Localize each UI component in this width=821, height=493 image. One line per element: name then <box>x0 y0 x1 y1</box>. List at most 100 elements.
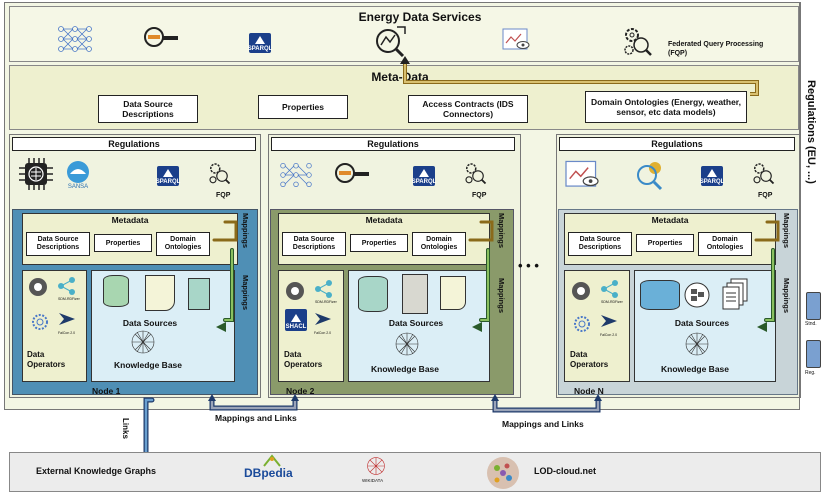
node-2-sparql-icon: SPARQL <box>412 164 436 188</box>
node-2-domain-ontologies: Domain Ontologies <box>412 232 466 256</box>
node-1-rdfizer-label: SDM-RDFizer <box>58 297 80 301</box>
node-2-spreadsheet-icon <box>402 274 428 314</box>
node-2-rdfizer-icon <box>312 278 336 300</box>
node-1-regulations: Regulations <box>12 137 256 151</box>
node-n-rdfizer-label: SDM-RDFizer <box>601 300 623 304</box>
energy-data-services-title: Energy Data Services <box>358 10 482 24</box>
node-2-database-icon <box>358 276 388 312</box>
node-1-name: Node 1 <box>92 386 121 396</box>
meta-access-contracts: Access Contracts (IDS Connectors) <box>408 95 528 123</box>
node-2-data-sources: Data Sources <box>388 318 444 328</box>
node-2-knowledge-graph-icon <box>392 330 422 358</box>
node-2-fqp-icon <box>462 160 488 186</box>
standards-label: Stnd. <box>805 321 817 327</box>
node-n-rdfizer-icon <box>598 278 622 300</box>
wikidata-logo-icon <box>364 455 388 477</box>
node-2-data-operators: Data Operators <box>284 350 323 369</box>
node-1-falcon-icon <box>56 308 78 330</box>
energy-data-services-panel <box>9 6 799 62</box>
node-1-knowledge-graph-icon <box>128 328 158 356</box>
node-n-database-icon <box>640 280 680 310</box>
node-2-neural-network-icon <box>278 160 314 190</box>
neural-network-icon <box>55 24 95 54</box>
node-n-dashboard-icon <box>562 158 602 192</box>
node-n-metadata-title: Metadata <box>651 215 689 225</box>
lod-cloud-label: LOD-cloud.net <box>534 466 596 476</box>
wikidata-label: WIKIDATA <box>362 478 384 483</box>
mappings-and-links-label-1: Mappings and Links <box>215 413 297 423</box>
node-1-fqp-label: FQP <box>216 192 231 199</box>
node-2-document-icon <box>440 276 466 310</box>
node-n-data-operators: Data Operators <box>570 350 609 369</box>
dashboard-icon <box>500 26 532 54</box>
mappings-and-links-label-2: Mappings and Links <box>502 419 584 429</box>
node-n-server-icon <box>682 280 712 310</box>
regulations-side-title: Regulations (EU, ...) <box>805 80 817 184</box>
node-2-knowledge-base: Knowledge Base <box>370 364 440 374</box>
node-1-gear-icon <box>27 276 49 298</box>
node-1-settings-icon <box>30 312 50 332</box>
sparql-icon: SPARQL <box>248 30 272 56</box>
node-1-document-icon <box>145 275 175 311</box>
node-1-spreadsheet-icon <box>188 278 210 310</box>
node-2-shacl-icon: SHACL <box>284 308 308 332</box>
node-n-fqp-icon <box>750 160 776 186</box>
node-2-name: Node 2 <box>286 386 315 396</box>
external-knowledge-graphs-title: External Knowledge Graphs <box>36 466 157 476</box>
node-n-regulations: Regulations <box>559 137 795 151</box>
meta-properties: Properties <box>258 95 348 119</box>
node-n-mappings-top: Mappings <box>782 213 791 248</box>
node-2-data-source-descriptions: Data Source Descriptions <box>282 232 346 256</box>
node-2-falcon-label: FalCon 2.0 <box>314 331 332 335</box>
node-n-sparql-icon: SPARQL <box>700 164 724 188</box>
node-n-fqp-label: FQP <box>758 192 773 199</box>
node-2-rdfizer-label: SDM-RDFizer <box>315 300 337 304</box>
node-1-data-source-descriptions: Data Source Descriptions <box>26 232 90 256</box>
node-n-mappings-bottom: Mappings <box>782 278 791 313</box>
node-2-mappings-top: Mappings <box>497 213 506 248</box>
node-n-domain-ontologies: Domain Ontologies <box>698 232 752 256</box>
node-n-documents-icon <box>720 276 750 312</box>
external-knowledge-graphs-panel <box>9 452 821 492</box>
analytics-icon <box>370 22 410 58</box>
more-nodes-ellipsis: • • • <box>518 258 539 273</box>
node-1-falcon-label: FalCon 2.0 <box>58 331 76 335</box>
node-1-data-sources: Data Sources <box>122 318 178 328</box>
node-1-knowledge-base: Knowledge Base <box>113 360 183 370</box>
node-1-chip-icon <box>18 157 54 191</box>
node-1-sparql-icon: SPARQL <box>156 164 180 188</box>
fqp-label: Federated Query Processing (FQP) <box>668 41 764 57</box>
gear-search-icon <box>620 24 654 58</box>
node-2-mappings-bottom: Mappings <box>497 278 506 313</box>
node-2-regulations: Regulations <box>271 137 515 151</box>
node-n-data-sources: Data Sources <box>674 318 730 328</box>
node-1-rdfizer-icon <box>55 275 79 297</box>
node-1-mappings-top: Mappings <box>241 213 250 248</box>
node-n-gear-icon <box>570 280 592 302</box>
node-2-falcon-icon <box>312 308 334 330</box>
node-2-search-data-icon <box>330 160 372 190</box>
node-n-gear-search-icon <box>632 158 668 192</box>
node-n-falcon-label: FalCon 2.0 <box>600 333 618 337</box>
node-1-mappings-bottom: Mappings <box>241 275 250 310</box>
node-n-knowledge-graph-icon <box>682 330 712 358</box>
sansa-logo-icon <box>64 160 92 184</box>
node-n-properties: Properties <box>636 234 694 252</box>
meta-data-source-descriptions: Data Source Descriptions <box>98 95 198 123</box>
node-n-data-source-descriptions: Data Source Descriptions <box>568 232 632 256</box>
node-n-name: Node N <box>574 386 604 396</box>
node-2-gear-icon <box>284 280 306 302</box>
lod-cloud-icon <box>484 455 522 491</box>
meta-domain-ontologies: Domain Ontologies (Energy, weather, sens… <box>585 91 747 123</box>
node-1-database-icon <box>103 275 129 307</box>
node-n-knowledge-base: Knowledge Base <box>660 364 730 374</box>
regulation-card-label: Reg. <box>805 370 816 376</box>
node-n-settings-icon <box>572 314 592 334</box>
node-1-properties: Properties <box>94 234 152 252</box>
search-data-icon <box>140 24 180 54</box>
node-1-fqp-icon <box>206 160 232 186</box>
node-2-metadata-title: Metadata <box>365 215 403 225</box>
node-1-domain-ontologies: Domain Ontologies <box>156 232 210 256</box>
dbpedia-logo-icon <box>262 454 282 468</box>
